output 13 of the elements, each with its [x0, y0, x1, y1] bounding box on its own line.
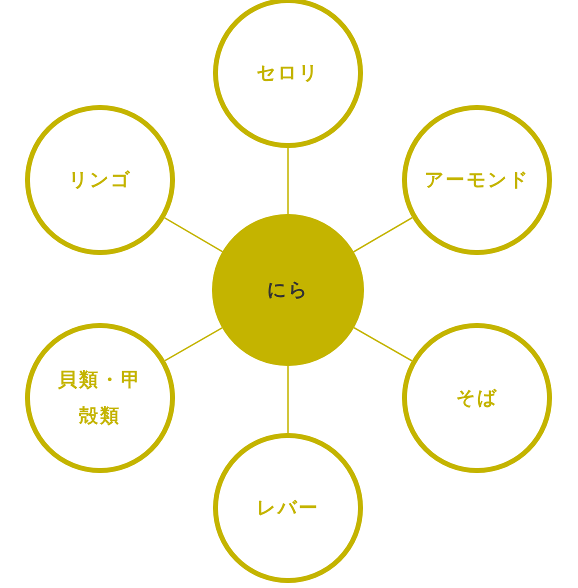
- connector-line: [164, 327, 222, 362]
- node-label: にら: [267, 278, 309, 303]
- node-label: レバー: [256, 496, 320, 521]
- node-label: セロリ: [256, 61, 320, 86]
- connector-line: [287, 148, 289, 214]
- node-label: リンゴ: [68, 168, 132, 193]
- node-label: そば: [456, 386, 498, 411]
- node-label: アーモンド: [424, 168, 530, 193]
- connector-line: [287, 366, 289, 433]
- connector-line: [354, 327, 412, 362]
- node-label: 貝類・甲殻類: [56, 368, 143, 429]
- connector-line: [353, 217, 413, 252]
- connector-line: [164, 217, 223, 252]
